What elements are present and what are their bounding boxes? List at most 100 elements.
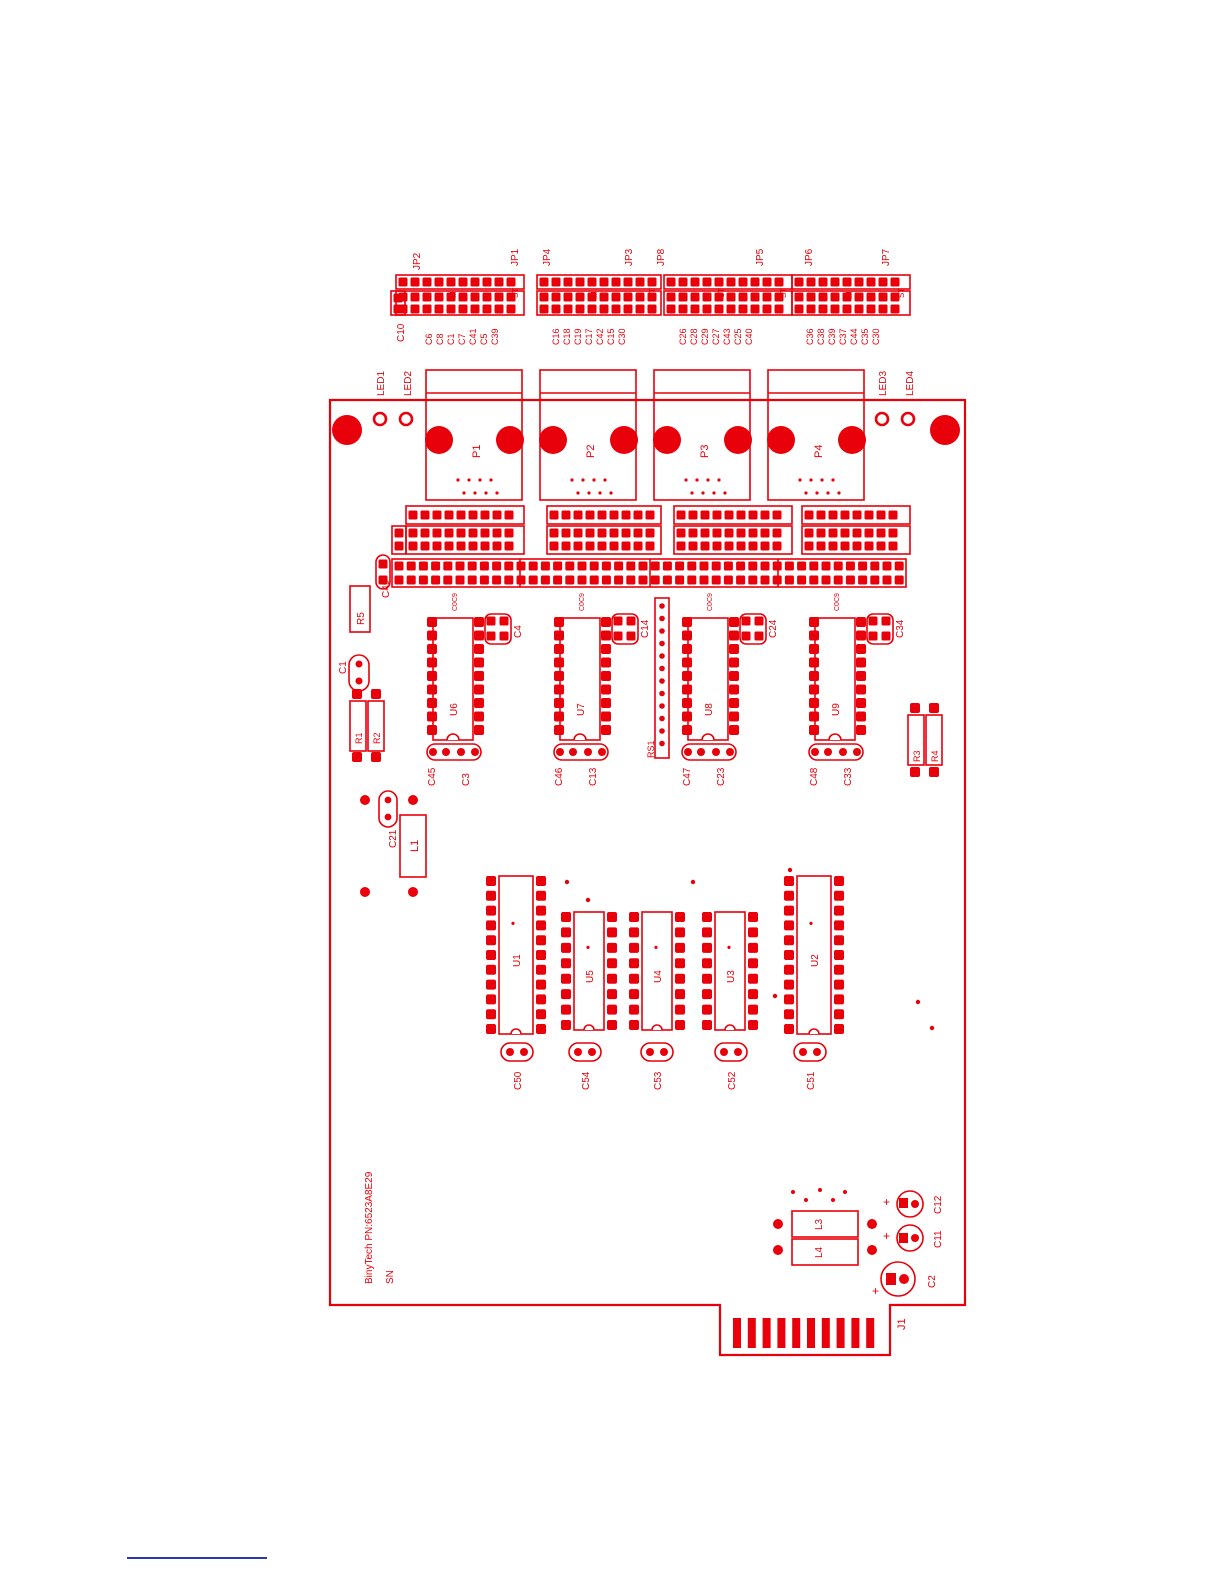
header-pin xyxy=(481,291,493,303)
ic-pin xyxy=(426,656,438,669)
rj-pin xyxy=(467,478,471,482)
led1-pad xyxy=(372,411,388,427)
header-pin xyxy=(407,527,419,539)
capacitor-label: C38 xyxy=(816,328,826,345)
cap-label: C50 xyxy=(513,1071,524,1090)
led2-label: LED2 xyxy=(403,371,414,396)
header-pin xyxy=(505,276,517,288)
header-pin xyxy=(562,276,574,288)
header-pin xyxy=(393,540,405,552)
header-pin xyxy=(466,560,478,572)
rj-mount-hole xyxy=(838,426,866,454)
rj-pin xyxy=(603,478,607,482)
header-pin xyxy=(632,527,644,539)
rj-pin xyxy=(717,478,721,482)
header-pin xyxy=(632,509,644,521)
header-pin xyxy=(491,509,503,521)
header-pin xyxy=(808,574,820,586)
ic-pin xyxy=(728,710,740,723)
header-pin xyxy=(576,574,588,586)
jumper-outline xyxy=(395,290,525,316)
ic-pin xyxy=(426,629,438,642)
ic-pin xyxy=(747,926,759,939)
cap-outline xyxy=(640,1042,674,1062)
ic-pin xyxy=(553,616,565,628)
cap-pad xyxy=(753,615,765,627)
ic-pin xyxy=(473,697,485,709)
port-p2-label: P2 xyxy=(585,445,597,458)
header-pin xyxy=(686,560,698,572)
header-pin xyxy=(805,303,817,315)
header-pin xyxy=(625,560,637,572)
header-pin xyxy=(479,527,491,539)
ic-pin xyxy=(473,616,485,628)
ic-pin xyxy=(701,1003,713,1016)
ic-pin xyxy=(473,656,485,669)
cap-outline xyxy=(714,1042,748,1062)
ic-pin xyxy=(560,926,572,939)
ic-pin xyxy=(473,710,485,723)
c49-cap-outline xyxy=(375,554,391,590)
ic-pin xyxy=(628,942,640,954)
capacitor-label: C28 xyxy=(689,328,699,345)
ic-pin xyxy=(701,988,713,1000)
header-pin xyxy=(701,303,713,315)
header-pin xyxy=(710,574,722,586)
capacitor-label: C15 xyxy=(606,328,616,345)
header-pin xyxy=(820,574,832,586)
cap-pad xyxy=(625,615,637,627)
ic-notch xyxy=(724,1024,736,1031)
ic-pin xyxy=(535,1023,547,1035)
header-pin xyxy=(564,560,576,572)
ic-body xyxy=(559,617,601,741)
cap-pad xyxy=(712,748,720,756)
ic-pin xyxy=(600,656,612,669)
header-pin xyxy=(610,276,622,288)
ic-pin xyxy=(808,629,820,642)
jumper-outline xyxy=(546,505,662,525)
header-pin xyxy=(889,276,901,288)
plus-marker: + xyxy=(883,1229,890,1243)
header-pin xyxy=(889,303,901,315)
header-pin xyxy=(503,560,515,572)
rj-pin xyxy=(804,491,808,495)
ic-pin xyxy=(674,926,686,939)
header-pin xyxy=(548,509,560,521)
ic-pin xyxy=(728,697,740,709)
jp4-label: JP4 xyxy=(542,248,553,266)
ic-pin xyxy=(535,889,547,902)
rs1-network xyxy=(654,597,670,759)
header-pin xyxy=(491,574,502,586)
header-pin xyxy=(820,560,832,572)
header-pin xyxy=(687,540,699,552)
ic-pin xyxy=(783,1008,795,1021)
cap-outline xyxy=(681,743,737,761)
ic-pin xyxy=(606,957,618,970)
header-pin xyxy=(457,291,469,303)
header-pin xyxy=(455,540,467,552)
ic-pin xyxy=(606,911,618,923)
header-pin xyxy=(857,560,868,572)
led4-label: LED4 xyxy=(905,371,916,396)
ic-pin xyxy=(600,670,612,682)
header-pin xyxy=(418,560,429,572)
header-pin xyxy=(875,509,887,521)
rs1-pin xyxy=(659,653,665,659)
header-pin xyxy=(759,509,771,521)
jumper-pin-label: ST xyxy=(648,288,657,298)
header-pin xyxy=(560,527,572,539)
rj-pin xyxy=(581,478,585,482)
header-pin xyxy=(817,276,829,288)
led3-pad xyxy=(874,411,890,427)
header-pin xyxy=(431,540,443,552)
header-pin xyxy=(479,540,491,552)
header-pin xyxy=(803,509,815,521)
header-pin xyxy=(620,540,632,552)
header-pin xyxy=(598,291,610,303)
header-pin xyxy=(588,560,600,572)
ic-pin xyxy=(681,670,693,682)
header-pin xyxy=(610,303,622,315)
header-pin xyxy=(550,291,562,303)
header-pin xyxy=(815,527,827,539)
r2-label: R2 xyxy=(372,732,382,744)
